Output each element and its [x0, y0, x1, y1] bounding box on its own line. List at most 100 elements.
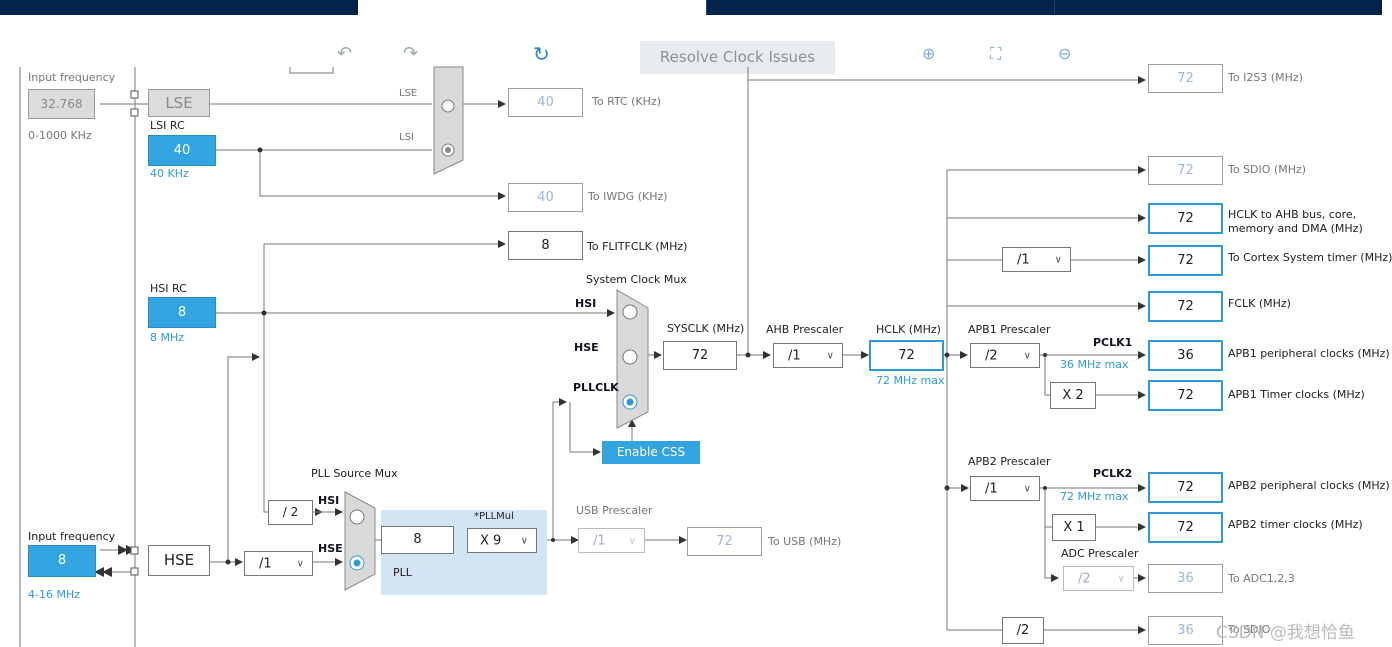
apb2-timer-multiplier: X 1	[1052, 514, 1096, 541]
resolve-clock-issues-button[interactable]: Resolve Clock Issues	[640, 41, 835, 74]
pllsrc-hse-label: HSE	[318, 542, 343, 555]
flitfclk-label: To FLITFCLK (MHz)	[587, 240, 688, 253]
apb1-prescaler-label: APB1 Prescaler	[968, 323, 1051, 336]
usb-prescaler-value: /1	[593, 533, 606, 548]
chevron-down-icon: ∨	[826, 349, 834, 361]
hse-source: HSE	[148, 545, 210, 576]
ahb-prescaler-label: AHB Prescaler	[766, 323, 844, 336]
cortex-output-value: 72	[1148, 245, 1223, 276]
hse-input-frequency-field[interactable]: 8	[28, 545, 96, 577]
apb2-timer-output-value: 72	[1148, 512, 1223, 543]
pllmul-label: *PLLMul	[474, 511, 514, 522]
usb-output-value: 72	[687, 527, 762, 556]
apb2-periph-output-label: APB2 peripheral clocks (MHz)	[1228, 479, 1390, 492]
sysclk-label: SYSCLK (MHz)	[667, 322, 745, 335]
tab-clock-configuration[interactable]	[358, 0, 706, 15]
hclk-ahb-output-label-line2-clip: memory and DMA (MHz)	[1228, 222, 1382, 235]
cortex-output-label-clip: To Cortex System timer (MHz)	[1228, 251, 1392, 267]
chevron-down-icon: ∨	[628, 534, 636, 546]
chevron-down-icon: ∨	[520, 534, 528, 546]
undo-icon[interactable]: ↶	[337, 43, 353, 64]
lsi-title: LSI RC	[150, 119, 185, 132]
usb-output-label: To USB (MHz)	[768, 535, 842, 548]
lse-source: LSE	[148, 89, 210, 117]
apb1-periph-output-label-clip: APB1 peripheral clocks (MHz)	[1228, 347, 1390, 363]
pll-source-mux-title: PLL Source Mux	[311, 467, 398, 480]
chevron-down-icon: ∨	[1023, 349, 1031, 361]
system-clock-mux-title: System Clock Mux	[586, 273, 687, 286]
top-tab-bar	[0, 0, 1382, 15]
apb1-periph-output-label: APB1 peripheral clocks (MHz)	[1228, 347, 1390, 360]
hsi-caption: 8 MHz	[150, 331, 185, 344]
chevron-down-icon: ∨	[296, 557, 304, 569]
enable-css-button[interactable]: Enable CSS	[602, 441, 700, 464]
apb1-timer-output-value: 72	[1148, 380, 1223, 411]
adc-output-value: 36	[1148, 564, 1223, 593]
apb2-timer-output-label: APB2 timer clocks (MHz)	[1228, 518, 1363, 531]
apb2-periph-output-label-clip: APB2 peripheral clocks (MHz)	[1228, 479, 1390, 495]
hsi-title: HSI RC	[150, 282, 187, 295]
zoom-in-icon[interactable]: ⊕	[922, 44, 936, 63]
lse-input-frequency-field[interactable]: 32.768	[28, 89, 95, 119]
pll-caption: PLL	[393, 566, 412, 579]
tab-divider	[706, 0, 707, 15]
hse-divider-value: /1	[259, 556, 272, 571]
sdio-output-label: To SDIO (MHz)	[1228, 163, 1307, 176]
sdio-divider: /2	[1002, 617, 1044, 644]
chevron-down-icon: ∨	[1054, 253, 1062, 265]
apb1-max-label: 36 MHz max	[1060, 358, 1129, 371]
watermark: CSDN @我想恰鱼	[1216, 623, 1355, 643]
adc-prescaler-value: /2	[1078, 571, 1091, 586]
ahb-prescaler-select[interactable]: /1 ∨	[773, 343, 843, 368]
fit-icon[interactable]: ⛶	[990, 44, 1002, 63]
redo-icon[interactable]: ↷	[403, 43, 419, 64]
pllsrc-hsi-label: HSI	[318, 494, 340, 507]
apb1-timer-output-label: APB1 Timer clocks (MHz)	[1228, 388, 1365, 401]
hse-input-frequency-label: Input frequency	[28, 530, 116, 543]
rtc-output-value: 40	[508, 88, 583, 117]
sysmux-pllclk-label: PLLCLK	[573, 381, 619, 394]
hsi-value: 8	[148, 297, 216, 328]
adc-output-label: To ADC1,2,3	[1228, 572, 1295, 585]
sdio-output-value: 72	[1148, 156, 1223, 185]
hse-divider-select[interactable]: /1 ∨	[244, 551, 313, 576]
usb-prescaler-select[interactable]: /1 ∨	[578, 528, 645, 553]
iwdg-output-label: To IWDG (KHz)	[588, 190, 668, 203]
sysclk-value[interactable]: 72	[663, 341, 737, 370]
pll-input-value: 8	[381, 526, 454, 554]
lsi-caption: 40 KHz	[150, 167, 189, 180]
refresh-icon[interactable]: ↻	[533, 42, 550, 66]
rtc-mux-lse-label: LSE	[399, 88, 418, 99]
toolbar: ↶ ↷ ↻ Resolve Clock Issues ⊕ ⛶ ⊖	[0, 15, 1382, 74]
apb2-prescaler-label: APB2 Prescaler	[968, 455, 1051, 468]
lsi-value: 40	[148, 135, 216, 166]
apb1-prescaler-select[interactable]: /2 ∨	[970, 343, 1040, 368]
zoom-out-icon[interactable]: ⊖	[1058, 44, 1072, 63]
apb1-timer-multiplier: X 2	[1050, 382, 1096, 409]
adc-prescaler-select[interactable]: /2 ∨	[1063, 566, 1134, 591]
i2s3-output-label: To I2S3 (MHz)	[1228, 71, 1303, 84]
cortex-timer-divider-select[interactable]: /1 ∨	[1002, 247, 1071, 272]
pclk2-label: PCLK2	[1093, 467, 1133, 480]
hclk-max-label: 72 MHz max	[876, 374, 945, 387]
cortex-timer-divider-value: /1	[1017, 252, 1030, 267]
hclk-ahb-output-label: HCLK to AHB bus, core,	[1228, 208, 1357, 221]
pllmul-select[interactable]: X 9 ∨	[467, 528, 537, 553]
sdio2-output-label: To SDIO	[1228, 623, 1271, 636]
iwdg-output-value: 40	[508, 183, 583, 212]
rtc-mux-lsi-label: LSI	[399, 132, 414, 143]
lse-range-label: 0-1000 KHz	[28, 129, 92, 142]
sysmux-hse-label: HSE	[574, 341, 599, 354]
fclk-output-label: FCLK (MHz)	[1228, 297, 1291, 310]
apb2-prescaler-value: /1	[985, 481, 998, 496]
i2s3-output-value: 72	[1148, 64, 1223, 93]
apb1-prescaler-value: /2	[985, 348, 998, 363]
apb2-prescaler-select[interactable]: /1 ∨	[970, 476, 1040, 501]
hse-range-label: 4-16 MHz	[28, 588, 80, 601]
hclk-ahb-output-label-line2: memory and DMA (MHz)	[1228, 222, 1363, 235]
chevron-down-icon: ∨	[1117, 572, 1125, 584]
tab-divider	[1054, 0, 1055, 15]
hclk-value-field[interactable]: 72	[869, 340, 944, 371]
hclk-label: HCLK (MHz)	[876, 323, 941, 336]
hclk-ahb-output-value: 72	[1148, 203, 1223, 234]
